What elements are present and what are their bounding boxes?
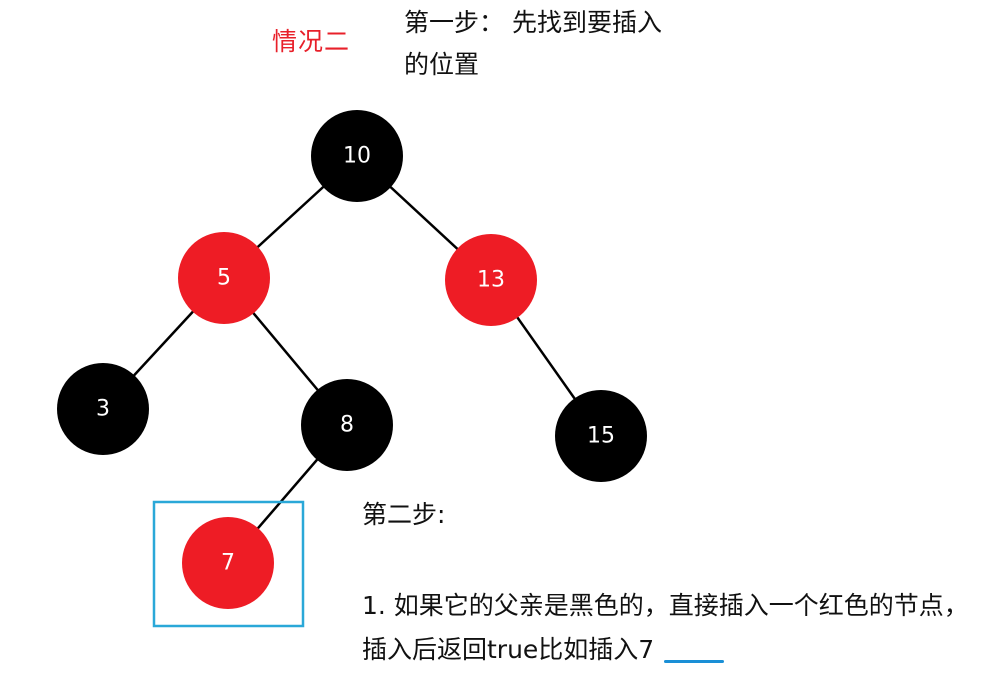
step-two-title: 第二步: bbox=[362, 500, 446, 529]
tree-node-8: 8 bbox=[301, 379, 393, 471]
node-circle-15 bbox=[555, 390, 647, 482]
node-circle-3 bbox=[57, 363, 149, 455]
node-label-8: 8 bbox=[340, 413, 354, 438]
step-two-description: 1. 如果它的父亲是黑色的，直接插入一个红色的节点，插入后返回true比如插入7 bbox=[362, 591, 969, 664]
node-label-10: 10 bbox=[343, 144, 371, 169]
node-label-13: 13 bbox=[477, 268, 505, 293]
tree-nodes: 10 5 13 3 8 15 7 bbox=[57, 110, 647, 609]
node-circle-10 bbox=[311, 110, 403, 202]
tree-node-13: 13 bbox=[445, 234, 537, 326]
tree-node-15: 15 bbox=[555, 390, 647, 482]
tree-node-7: 7 bbox=[182, 517, 274, 609]
node-label-5: 5 bbox=[217, 266, 231, 291]
underline-mark bbox=[664, 660, 724, 663]
node-label-3: 3 bbox=[96, 397, 110, 422]
case-label: 情况二 bbox=[272, 27, 351, 56]
tree-node-3: 3 bbox=[57, 363, 149, 455]
highlight-box bbox=[152, 500, 305, 628]
node-circle-5 bbox=[178, 232, 270, 324]
tree-node-5: 5 bbox=[178, 232, 270, 324]
node-label-7: 7 bbox=[221, 551, 235, 576]
node-label-15: 15 bbox=[587, 424, 615, 449]
node-circle-7 bbox=[182, 517, 274, 609]
node-circle-8 bbox=[301, 379, 393, 471]
node-circle-13 bbox=[445, 234, 537, 326]
step-one-text: 第一步： 先找到要插入的位置 bbox=[404, 8, 662, 79]
tree-node-10: 10 bbox=[311, 110, 403, 202]
